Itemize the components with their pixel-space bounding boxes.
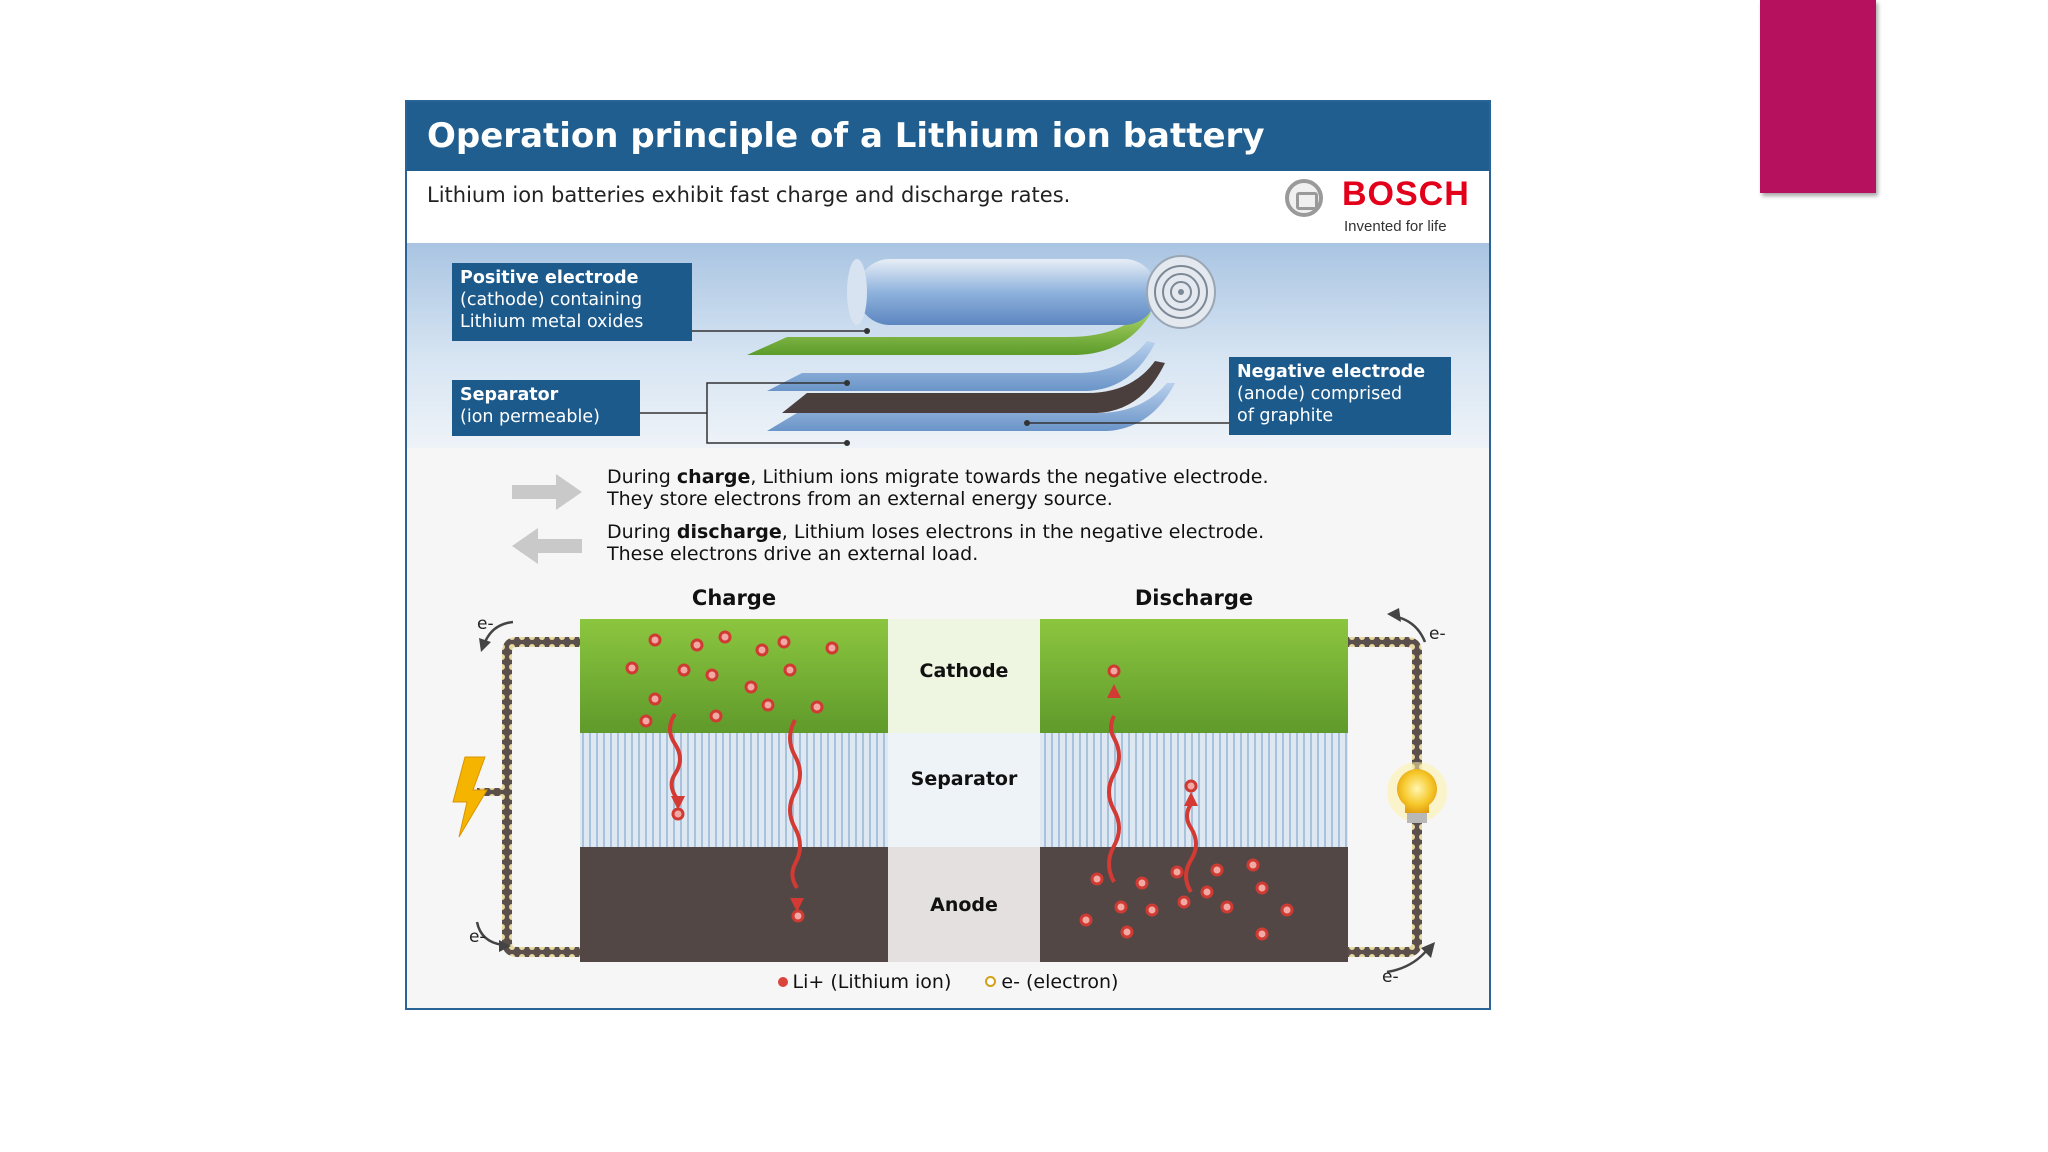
legend-item-lithium: Li+ (Lithium ion) <box>777 971 952 993</box>
anode-callout-body: (anode) comprised of graphite <box>1237 384 1403 426</box>
anode-callout-title: Negative electrode <box>1237 362 1426 382</box>
subtitle-row: Lithium ion batteries exhibit fast charg… <box>407 171 1489 243</box>
layer-label-anode: Anode <box>930 894 998 916</box>
brand-name: BOSCH <box>1342 175 1470 213</box>
charge-anode-layer <box>580 847 888 962</box>
charge-migration-path-2 <box>788 719 802 890</box>
bosch-logo-icon <box>1285 179 1323 217</box>
discharge-cathode-layer <box>1040 619 1348 733</box>
layer-label-cathode: Cathode <box>919 660 1009 682</box>
arrow-right-icon <box>512 474 582 510</box>
cell-illustration: Positive electrode(cathode) containing L… <box>407 243 1489 448</box>
legend-electron-label: e- (electron) <box>1001 971 1119 993</box>
lightning-icon <box>452 756 488 838</box>
legend-lithium-label: Li+ (Lithium ion) <box>792 971 952 993</box>
accent-block <box>1760 0 1876 193</box>
cell-cylinder <box>857 259 1157 325</box>
charge-circuit-wire <box>502 637 580 957</box>
anode-callout: Negative electrode(anode) comprised of g… <box>1229 357 1451 435</box>
legend: Li+ (Lithium ion) e- (electron) <box>407 971 1489 993</box>
charge-keyword: charge <box>676 466 751 488</box>
rolled-cell-art <box>640 255 1229 446</box>
battery-infographic: Operation principle of a Lithium ion bat… <box>405 100 1491 1010</box>
charge-electron-label-bottom: e- <box>469 927 486 947</box>
charge-discharge-diagram: e- e- e- e- <box>452 608 1447 987</box>
discharge-description: During discharge, Lithium loses electron… <box>607 521 1264 565</box>
lightbulb-icon <box>1397 769 1438 813</box>
layer-label-separator: Separator <box>910 768 1018 790</box>
anode-sheet <box>782 361 1165 413</box>
cathode-callout-title: Positive electrode <box>460 268 639 288</box>
lithium-ion-dot-icon <box>777 977 788 987</box>
legend-item-electron: e- (electron) <box>985 971 1118 993</box>
separator-sheet-upper <box>767 341 1155 391</box>
discharge-text-pre: During <box>607 521 677 543</box>
charge-text-post: , Lithium ions migrate towards the negat… <box>750 466 1269 488</box>
electron-dot-icon <box>985 976 997 987</box>
cathode-sheet <box>747 311 1151 355</box>
discharge-panel-title: Discharge <box>1134 586 1254 610</box>
discharge-electron-label-bottom: e- <box>1382 967 1399 987</box>
charge-text-pre: During <box>607 466 677 488</box>
discharge-migration-path-1 <box>1107 715 1121 883</box>
cathode-callout-body: (cathode) containing Lithium metal oxide… <box>460 290 644 332</box>
discharge-anode-ions <box>1079 858 1294 941</box>
discharge-anode-layer <box>1040 847 1348 962</box>
separator-callout-title: Separator <box>460 385 559 405</box>
charge-cathode-ions <box>625 630 839 728</box>
infographic-title: Operation principle of a Lithium ion bat… <box>407 102 1489 171</box>
discharge-keyword: discharge <box>676 521 782 543</box>
charge-cathode-layer <box>580 619 888 733</box>
subtitle: Lithium ion batteries exhibit fast charg… <box>427 183 1071 207</box>
brand-tagline: Invented for life <box>1344 218 1447 235</box>
separator-callout: Separator(ion permeable) <box>452 380 640 436</box>
discharge-text-line2: These electrons drive an external load. <box>607 543 979 565</box>
discharge-electron-label-top: e- <box>1429 624 1446 644</box>
separator-sheet-lower <box>767 383 1175 431</box>
discharge-migration-path-2 <box>1184 802 1198 894</box>
charge-separator-layer <box>580 733 888 847</box>
charge-panel-title: Charge <box>691 586 777 610</box>
separator-callout-body: (ion permeable) <box>460 407 600 427</box>
discharge-text-post: , Lithium loses electrons in the negativ… <box>781 521 1265 543</box>
charge-migration-path-1 <box>668 712 682 802</box>
charge-description: During charge, Lithium ions migrate towa… <box>607 466 1269 510</box>
cathode-callout: Positive electrode(cathode) containing L… <box>452 263 692 341</box>
charge-text-line2: They store electrons from an external en… <box>607 488 1113 510</box>
arrow-left-icon <box>512 528 582 564</box>
charge-electron-label-top: e- <box>477 614 494 634</box>
